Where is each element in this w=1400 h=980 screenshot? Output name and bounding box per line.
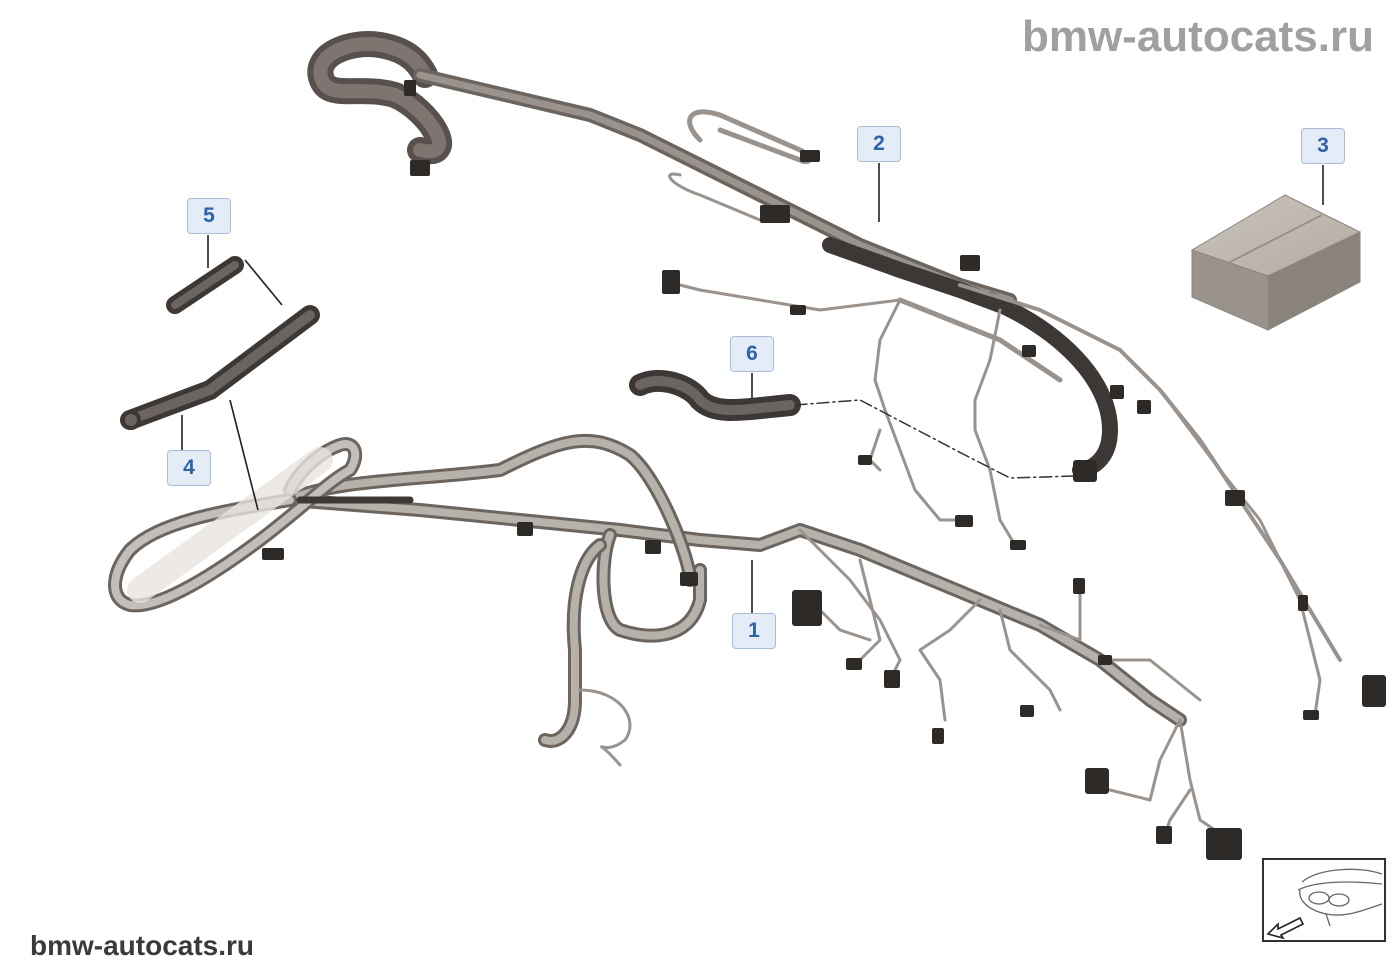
connectors — [262, 80, 1386, 860]
watermark-top: bmw-autocats.ru — [1021, 12, 1374, 61]
callout-5[interactable]: 5 — [187, 198, 231, 234]
callout-3[interactable]: 3 — [1301, 128, 1345, 164]
box-part-3 — [1190, 194, 1362, 331]
hose-part-6 — [629, 370, 1076, 479]
vehicle-front-orientation-icon — [1262, 858, 1386, 942]
callout-4[interactable]: 4 — [167, 450, 211, 486]
harness-1 — [108, 433, 1232, 842]
harness-2 — [307, 31, 1342, 717]
watermark-bottom: bmw-autocats.ru — [30, 930, 255, 961]
callout-6[interactable]: 6 — [730, 336, 774, 372]
callout-2[interactable]: 2 — [857, 126, 901, 162]
bracket-part-5 — [166, 256, 244, 314]
callout-1[interactable]: 1 — [732, 613, 776, 649]
leader-lines — [181, 163, 1324, 615]
sleeve-part-4 — [120, 305, 320, 430]
